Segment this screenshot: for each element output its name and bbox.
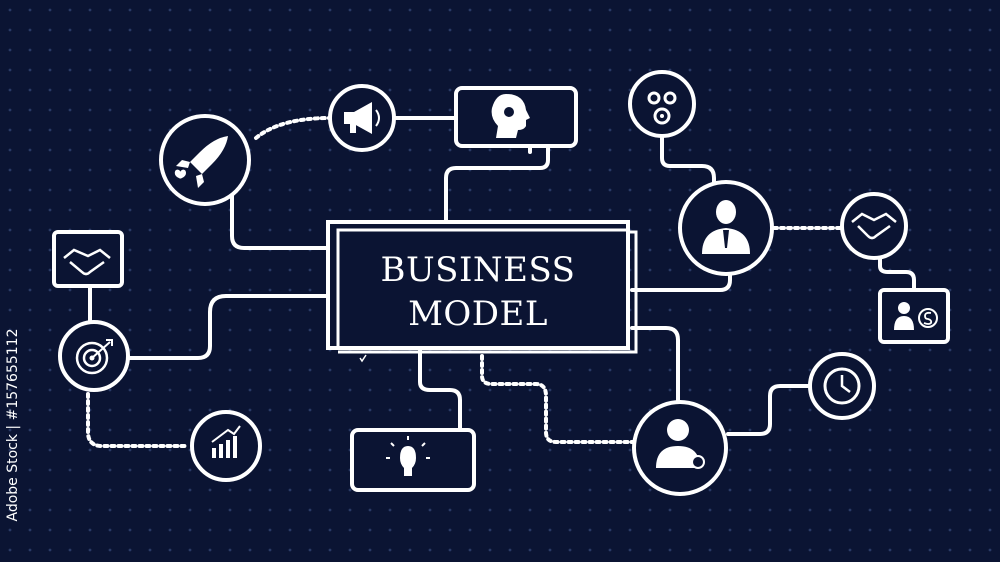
connector-center-user-dotted	[480, 354, 636, 444]
head-gear-icon	[491, 94, 530, 138]
growth-chart-node	[190, 410, 262, 482]
person-dollar-icon	[894, 302, 938, 330]
handshake-icon	[851, 212, 897, 240]
connector-head-center	[444, 144, 550, 222]
head-gear-node	[454, 86, 578, 148]
connector-center-user	[630, 326, 680, 404]
megaphone-icon	[344, 102, 380, 134]
target-node	[58, 320, 130, 392]
center-title: BUSINESS MODEL	[332, 238, 624, 346]
connector-rocket-megaphone	[254, 116, 332, 140]
connector-businessman-center	[630, 268, 732, 292]
connector-center-lightbulb	[418, 348, 462, 430]
connector-rocket	[230, 188, 328, 250]
lightbulb-node	[350, 428, 476, 492]
lightbulb-icon	[386, 436, 430, 476]
center-box	[326, 220, 638, 363]
connector-gears-businessman	[660, 134, 716, 188]
connector-handshake-dollar	[878, 256, 916, 292]
user-node	[632, 400, 728, 496]
handshake-icon	[63, 248, 111, 276]
clock-node	[808, 352, 876, 420]
gears-icon	[647, 91, 677, 125]
megaphone-node	[328, 84, 396, 152]
businessman-icon	[702, 200, 750, 254]
handshake-left-node	[52, 230, 124, 288]
center-title-line1: BUSINESS	[380, 250, 576, 290]
handshake-right-node	[840, 192, 908, 260]
center-title-line2: MODEL	[408, 294, 548, 334]
person-dollar-node	[878, 288, 950, 344]
clock-icon	[823, 367, 861, 405]
rocket-icon	[174, 136, 228, 188]
connector-user-clock	[726, 384, 814, 436]
growth-chart-icon	[211, 425, 241, 458]
rocket-node	[159, 114, 251, 206]
connector-target-chart	[86, 392, 190, 448]
connector-center-target	[126, 294, 328, 360]
stock-watermark-text: Adobe Stock | #157655112	[5, 328, 21, 522]
user-icon	[656, 419, 705, 469]
stock-watermark: Adobe Stock | #157655112	[4, 320, 22, 530]
connector-lines	[86, 116, 916, 448]
gears-node	[628, 70, 696, 138]
businessman-node	[678, 180, 774, 276]
target-icon	[75, 339, 113, 375]
